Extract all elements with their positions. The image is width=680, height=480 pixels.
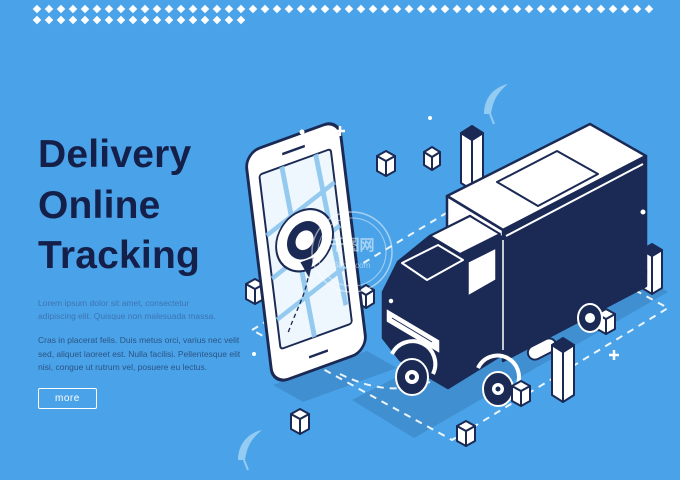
title-line-2: Online [38, 183, 161, 227]
hero-copy: Delivery Online Tracking Lorem ipsum dol… [38, 130, 258, 409]
hero-paragraph-secondary: Cras in placerat felis. Duis metus orci,… [38, 335, 241, 372]
windshield [401, 244, 464, 281]
watermark-feather-icon [238, 430, 262, 471]
title-line-3: Tracking [38, 234, 200, 278]
watermark-stamp: 千图网 58pic.com [311, 211, 393, 293]
map-pin-icon [275, 208, 334, 278]
phone-illustration [245, 122, 367, 382]
plus-decorations [257, 126, 619, 360]
watermark-feather-icon [484, 84, 508, 125]
home-indicator [308, 349, 329, 359]
parcel-boxes-front [290, 337, 575, 447]
watermark-brand-text: 千图网 [329, 237, 374, 254]
phone-speaker [282, 144, 305, 156]
watermark-domain-text: 58pic.com [334, 261, 371, 270]
top-diamond-border [32, 4, 654, 14]
title-line-1: Delivery [38, 133, 192, 176]
truck-illustration [381, 122, 648, 407]
top-diamond-border-short [32, 15, 246, 25]
headlight [387, 297, 395, 305]
hero-paragraph-primary: Lorem ipsum dolor sit amet, consectetur … [38, 298, 216, 322]
page-title: Delivery Online Tracking [38, 130, 258, 282]
dot-decorations [252, 116, 646, 356]
more-button[interactable]: more [38, 387, 97, 409]
